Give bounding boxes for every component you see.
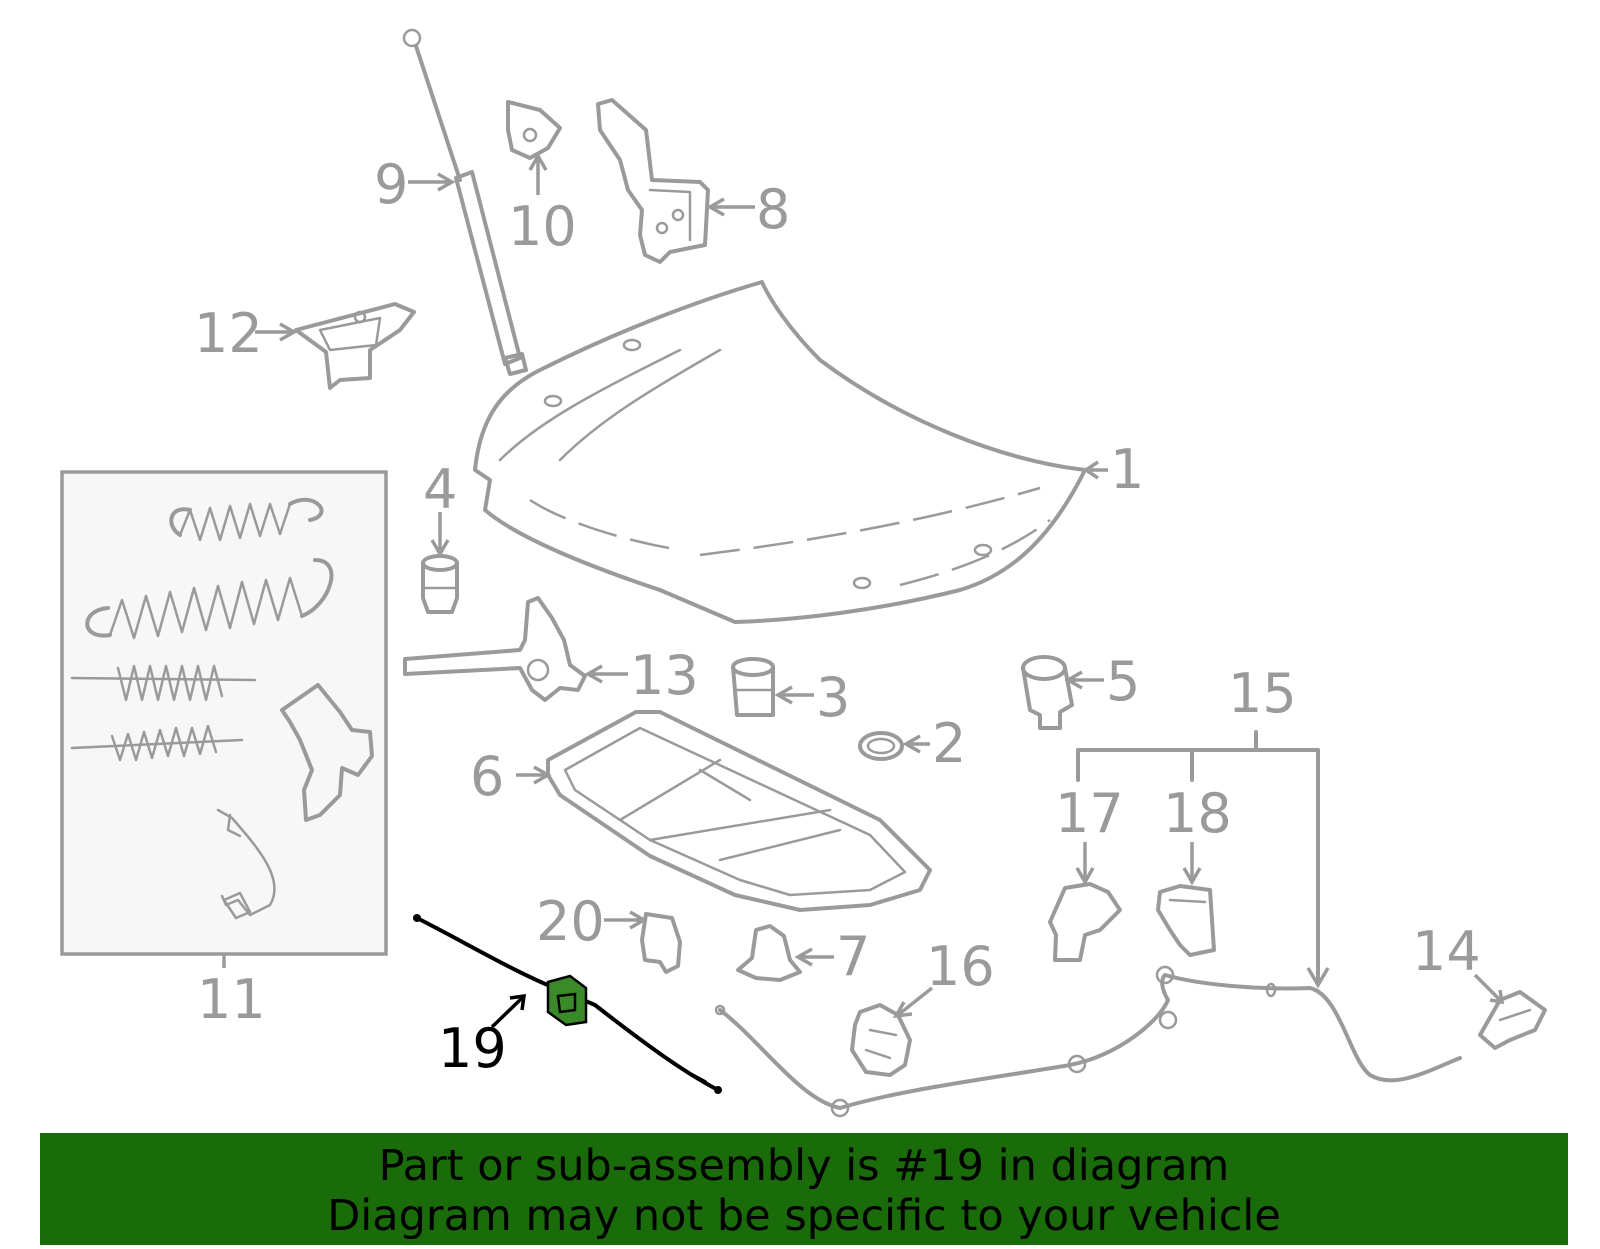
callout-16: 16 bbox=[926, 935, 995, 998]
callout-10: 10 bbox=[508, 195, 577, 258]
callout-11: 11 bbox=[197, 968, 266, 1031]
part-7-clip bbox=[736, 924, 802, 982]
callout-1: 1 bbox=[1110, 438, 1144, 501]
part-19-release-cable bbox=[413, 914, 722, 1094]
callout-17: 17 bbox=[1055, 782, 1124, 845]
callout-6: 6 bbox=[470, 745, 504, 808]
callout-2: 2 bbox=[932, 712, 966, 775]
callout-15: 15 bbox=[1228, 662, 1297, 725]
part-5-bumper bbox=[1021, 655, 1074, 730]
callout-3: 3 bbox=[816, 666, 850, 729]
part-20-clip bbox=[640, 912, 682, 974]
callout-13: 13 bbox=[630, 644, 699, 707]
callout-19: 19 bbox=[438, 1017, 507, 1080]
callout-14: 14 bbox=[1412, 920, 1481, 983]
info-banner: Part or sub-assembly is #19 in diagram D… bbox=[40, 1133, 1568, 1245]
part-15-cable bbox=[714, 730, 1462, 1118]
part-11-kit bbox=[60, 470, 388, 956]
leader-arrows bbox=[255, 152, 1505, 1029]
part-16-handle bbox=[850, 1003, 912, 1077]
callout-4: 4 bbox=[423, 458, 457, 521]
part-3-bumper bbox=[731, 657, 775, 717]
part-18-clip bbox=[1156, 884, 1216, 957]
part-13-lever bbox=[403, 596, 587, 702]
part-2-grommet bbox=[858, 731, 904, 761]
part-4-bumper bbox=[421, 554, 459, 614]
part-1-hood bbox=[473, 280, 1087, 624]
part-9-hood-strut bbox=[402, 28, 528, 376]
callout-5: 5 bbox=[1106, 650, 1140, 713]
part-14-latch bbox=[1478, 990, 1547, 1050]
part-6-insulator bbox=[546, 710, 932, 912]
callout-8: 8 bbox=[756, 178, 790, 241]
callout-20: 20 bbox=[536, 890, 605, 953]
callout-18: 18 bbox=[1163, 782, 1232, 845]
banner-line-2: Diagram may not be specific to your vehi… bbox=[327, 1191, 1281, 1241]
callout-12: 12 bbox=[194, 302, 263, 365]
part-12-bracket bbox=[294, 302, 416, 390]
part-8-hood-hinge bbox=[596, 98, 710, 264]
callout-7: 7 bbox=[836, 925, 870, 988]
callout-9: 9 bbox=[374, 153, 408, 216]
part-17-clip bbox=[1048, 882, 1122, 962]
banner-line-1: Part or sub-assembly is #19 in diagram bbox=[378, 1141, 1230, 1191]
part-10-bracket bbox=[506, 100, 562, 160]
